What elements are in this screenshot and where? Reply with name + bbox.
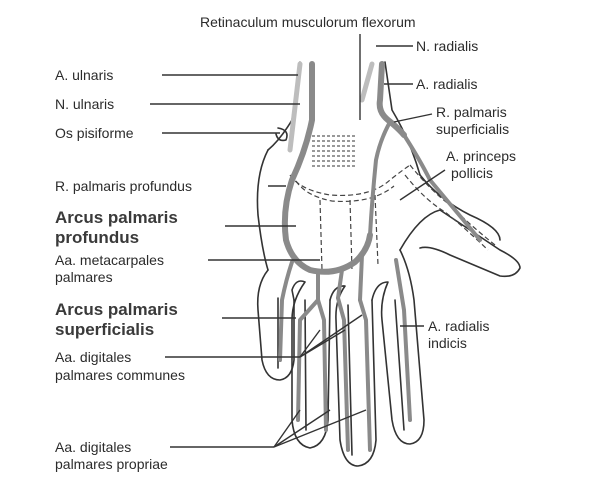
label-aa-metacarpales-line2: palmares xyxy=(55,269,113,285)
label-aa-digitales-propriae-line2: palmares propriae xyxy=(55,456,168,472)
nerves xyxy=(287,61,375,153)
label-retinaculum: Retinaculum musculorum flexorum xyxy=(200,14,416,30)
label-arcus-profundus-line1: Arcus palmaris xyxy=(55,208,178,227)
label-n-ulnaris: N. ulnaris xyxy=(55,96,114,112)
label-aa-metacarpales-line1: Aa. metacarpales xyxy=(55,252,164,268)
label-arcus-superficialis-line2: superficialis xyxy=(55,320,154,339)
label-arcus-profundus-line2: profundus xyxy=(55,228,139,247)
arteries xyxy=(278,61,482,452)
label-a-princeps-pollicis-line2: pollicis xyxy=(451,165,493,181)
label-r-palmaris-profundus: R. palmaris profundus xyxy=(55,178,192,194)
label-a-princeps-pollicis-line1: A. princeps xyxy=(446,148,516,164)
leader-lines xyxy=(150,34,446,448)
retinaculum-hatching xyxy=(312,135,355,167)
label-arcus-superficialis-line1: Arcus palmaris xyxy=(55,300,178,319)
label-r-palmaris-superficialis-line1: R. palmaris xyxy=(436,104,507,120)
label-a-ulnaris: A. ulnaris xyxy=(55,67,113,83)
labels: Retinaculum musculorum flexorum N. radia… xyxy=(55,14,516,472)
label-a-radialis-indicis-line1: A. radialis xyxy=(428,318,489,334)
label-a-radialis: A. radialis xyxy=(416,76,477,92)
label-os-pisiforme: Os pisiforme xyxy=(55,125,134,141)
label-r-palmaris-superficialis-line2: superficialis xyxy=(436,121,509,137)
label-aa-digitales-communes-line2: palmares communes xyxy=(55,367,185,383)
label-aa-digitales-propriae-line1: Aa. digitales xyxy=(55,439,131,455)
label-n-radialis: N. radialis xyxy=(416,38,478,54)
label-aa-digitales-communes-line1: Aa. digitales xyxy=(55,349,131,365)
label-a-radialis-indicis-line2: indicis xyxy=(428,335,467,351)
